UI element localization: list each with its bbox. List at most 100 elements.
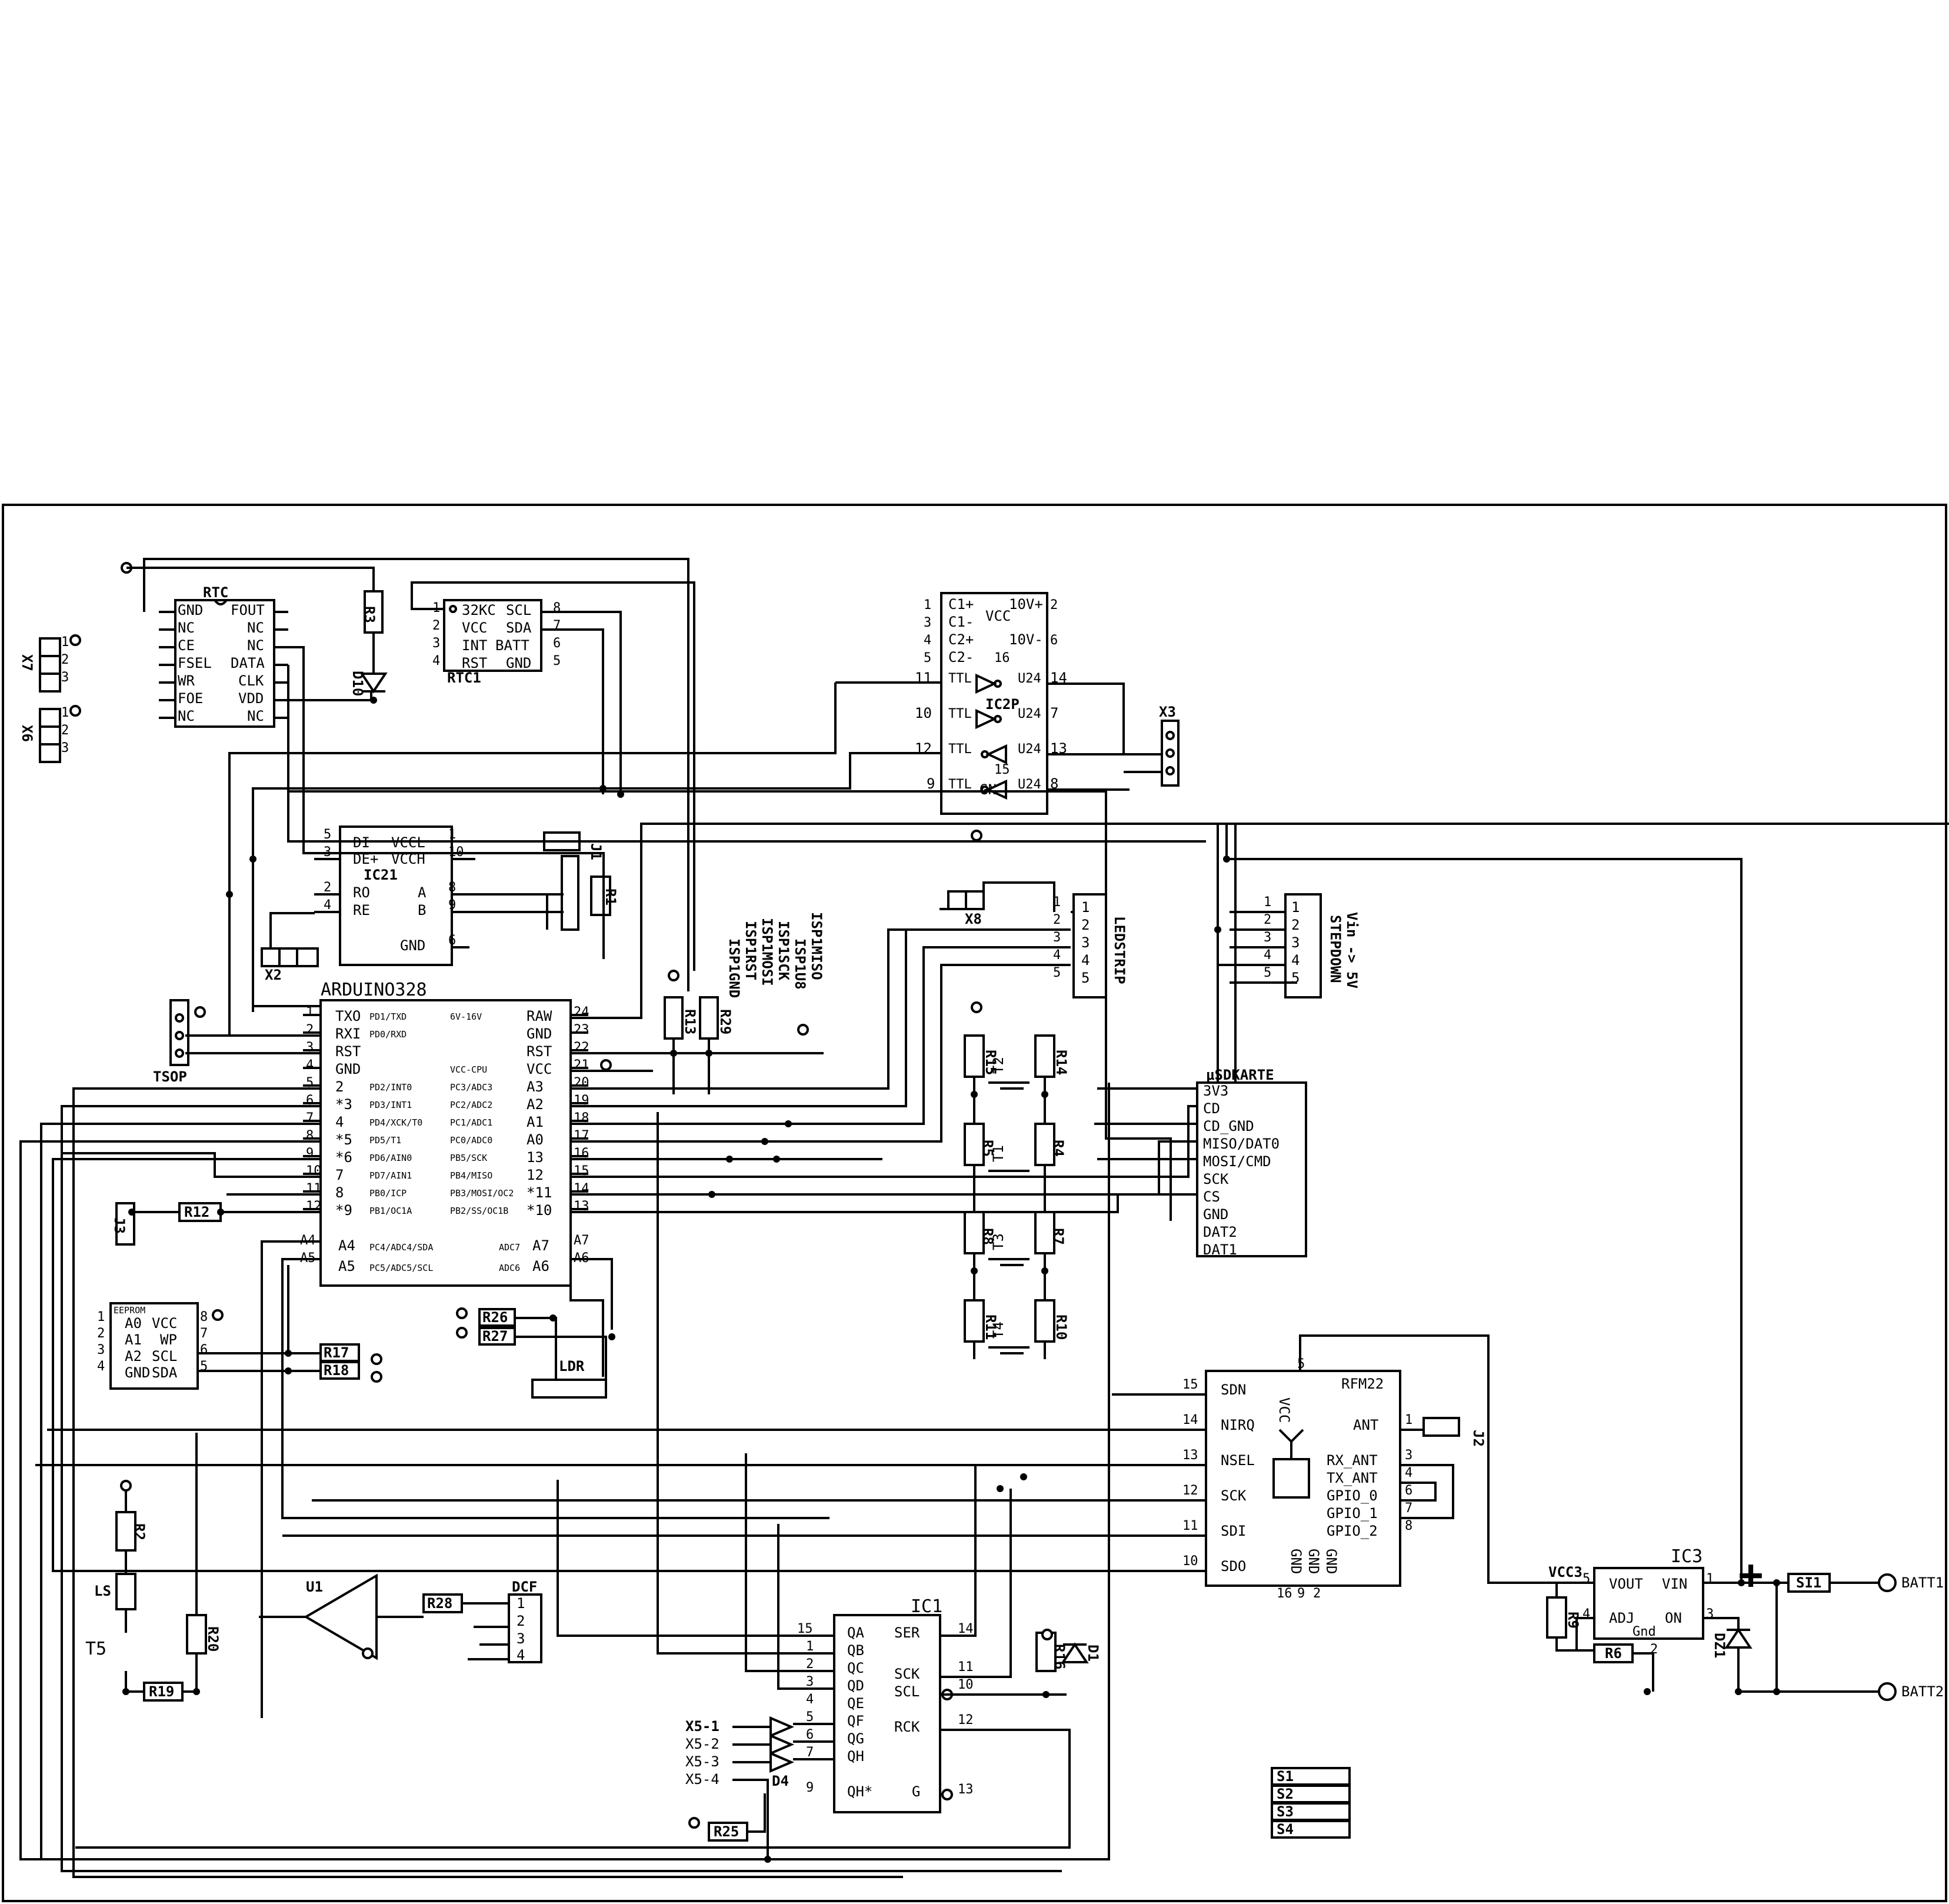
- rtc-pin-data: DATA: [231, 655, 265, 671]
- ic1-n7: 7: [806, 1745, 814, 1760]
- x3-label: X3: [1159, 704, 1176, 720]
- ic3-adj: ADJ: [1609, 1610, 1634, 1626]
- rtc1-title: RTC1: [447, 670, 481, 686]
- eeprom-n7: 7: [200, 1326, 208, 1341]
- ic2p-ttl1: TTL: [948, 671, 972, 686]
- eeprom-wp: WP: [160, 1332, 177, 1348]
- ic2p-c2m: C2-: [948, 649, 974, 665]
- ic3-vout: VOUT: [1609, 1576, 1643, 1592]
- ic1-n2: 2: [806, 1657, 814, 1672]
- x2-header: X2: [261, 947, 319, 983]
- batt2-terminal[interactable]: BATT2: [1878, 1682, 1944, 1701]
- sd-dat2: DAT2: [1203, 1224, 1237, 1240]
- ard-right-sub-6: PC1/ADC1: [450, 1117, 492, 1128]
- r16-label: R16: [1051, 1644, 1068, 1669]
- sd-sck: SCK: [1203, 1171, 1229, 1187]
- ic21-n9: 9: [448, 898, 456, 913]
- ic3-vcc-label: VCC3: [1548, 1564, 1582, 1580]
- ard-a7-pin: A7: [574, 1233, 589, 1248]
- ledstrip-p5: 5: [1081, 970, 1090, 986]
- ic1-n15: 15: [797, 1622, 813, 1636]
- s3-label: S3: [1277, 1803, 1294, 1820]
- r18-label: R18: [324, 1362, 349, 1379]
- dcf-p2: 2: [517, 1613, 525, 1629]
- rfm22-n4: 4: [1405, 1466, 1412, 1480]
- ic21-chip: IC21 DI DE+ RO RE VCCL VCCH A B GND 5 3 …: [314, 825, 487, 966]
- rfm22-gpio0: GPIO_0: [1327, 1487, 1378, 1504]
- t2-label: T2: [990, 1057, 1007, 1074]
- ard-left-sub-6: PD4/XCK/T0: [369, 1117, 422, 1128]
- dcf-label: DCF: [512, 1579, 537, 1595]
- j3-label: J3: [111, 1217, 128, 1234]
- ic1-ser: SER: [894, 1625, 920, 1641]
- rtc1-batt: BATT: [495, 637, 529, 654]
- rfm22-gpio2: GPIO_2: [1327, 1523, 1378, 1539]
- ard-left-pin-5: *3: [335, 1096, 352, 1113]
- r15-label: R15: [982, 1050, 999, 1075]
- sd-gnd: GND: [1203, 1206, 1228, 1223]
- dcf-p3: 3: [517, 1630, 525, 1647]
- u1-amplifier: U1: [304, 1573, 378, 1660]
- rfm22-n15: 15: [1182, 1377, 1198, 1392]
- ic2p-c1m: C1-: [948, 614, 974, 630]
- rtc1-n4: 4: [432, 654, 440, 668]
- ard-right-pin-11: *10: [527, 1202, 552, 1219]
- ic3-n5: 5: [1582, 1572, 1590, 1586]
- sd-cs: CS: [1203, 1189, 1220, 1205]
- x6-label: X6: [19, 725, 35, 742]
- rfm22-n13: 13: [1182, 1448, 1198, 1463]
- rfm22-n3: 3: [1405, 1448, 1412, 1463]
- isp-sck: ISP1SCK: [775, 921, 792, 981]
- eeprom-a0: A0: [125, 1315, 142, 1332]
- ic21-n5: 5: [324, 827, 331, 842]
- ic2p-10vm: 10V-: [1009, 631, 1043, 648]
- rtc1-n2: 2: [432, 618, 440, 633]
- ard-right-pin-7: A0: [527, 1131, 544, 1148]
- ic1-scl: SCL: [894, 1683, 919, 1700]
- ic3-vin: VIN: [1662, 1576, 1687, 1592]
- r26-resistor: R26: [478, 1308, 516, 1327]
- rtc1-rst: RST: [462, 655, 487, 671]
- si1-label: SI1: [1796, 1575, 1821, 1591]
- t3-label: T3: [990, 1233, 1007, 1250]
- dz1-label: DZ1: [1711, 1633, 1728, 1658]
- t5-label: T5: [85, 1639, 106, 1659]
- r8-label: R8: [980, 1228, 996, 1245]
- s4-label: S4: [1277, 1821, 1294, 1838]
- x7-pin2: 2: [61, 653, 69, 667]
- r9-resistor: R9: [1546, 1596, 1581, 1639]
- ard-left-pin-0: TXO: [335, 1008, 361, 1024]
- r19-label: R19: [149, 1683, 174, 1700]
- ic3-n3: 3: [1706, 1607, 1714, 1622]
- eeprom-n8: 8: [200, 1310, 208, 1324]
- x3-header: X3: [1159, 704, 1180, 787]
- ard-right-pin-10: *11: [527, 1184, 552, 1201]
- r26-label: R26: [482, 1309, 508, 1326]
- ic21-b: B: [418, 902, 426, 918]
- ard-left-sub-11: PB1/OC1A: [369, 1206, 412, 1216]
- rtc1-n7: 7: [553, 618, 561, 633]
- ard-right-sub-5: PC2/ADC2: [450, 1100, 492, 1110]
- rfm22-gnd3: GND: [1323, 1549, 1340, 1574]
- ic1-shift-register: IC1 QA QB QC QD QE QF QG QH QH* SER SCK …: [797, 1596, 974, 1813]
- t1-label: T1: [990, 1145, 1007, 1162]
- rfm22-sdo: SDO: [1221, 1558, 1246, 1575]
- ic3-title: IC3: [1671, 1546, 1703, 1567]
- rtc-pin-nc3: NC: [247, 620, 264, 636]
- batt1-terminal[interactable]: BATT1: [1878, 1573, 1944, 1592]
- s1-label: S1: [1277, 1768, 1294, 1785]
- ard-right-pin-3: VCC: [527, 1061, 552, 1077]
- r20-resistor: R20: [186, 1614, 221, 1655]
- ic21-ro: RO: [353, 884, 370, 901]
- rfm22-txant: TX_ANT: [1327, 1470, 1378, 1486]
- ic2p-n9: 9: [927, 775, 935, 792]
- ard-a7: A7: [532, 1237, 549, 1254]
- d10-diode: D10: [349, 671, 388, 696]
- r27-resistor: R27: [478, 1327, 516, 1346]
- ard-left-pin-4: 2: [335, 1079, 344, 1095]
- ledstrip-p4: 4: [1081, 952, 1090, 968]
- x6-header: X6 1 2 3: [19, 705, 81, 763]
- stepdown-p4: 4: [1291, 952, 1300, 968]
- ard-right-num-1: 23: [574, 1023, 589, 1037]
- eeprom-n3: 3: [97, 1343, 105, 1357]
